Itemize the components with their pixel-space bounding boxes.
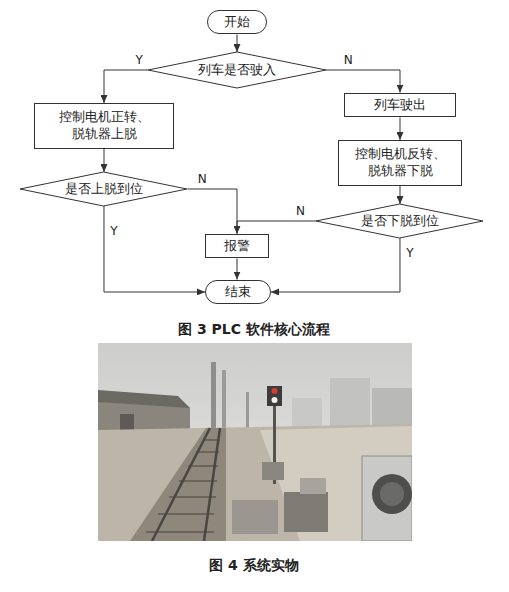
flow-connector <box>104 70 148 103</box>
sleepers <box>146 440 220 532</box>
diamond-shape <box>148 52 326 88</box>
branch-label: N <box>295 205 306 218</box>
node-text: 开始 <box>224 14 250 31</box>
signal-head <box>267 386 282 406</box>
distant-building <box>292 398 322 428</box>
process-box: 控制电机正转、 脱轨器上脱 <box>34 103 174 149</box>
branch-label: N <box>343 54 354 67</box>
ground <box>98 424 412 541</box>
decision-diamond: 列车是否驶入 <box>148 52 326 88</box>
equipment-box <box>232 500 278 534</box>
distant-building <box>372 388 412 428</box>
cabinet-lamp <box>372 474 412 514</box>
figure-caption: 图 4 系统实物 <box>209 557 299 575</box>
node-text: 列车是否驶入 <box>198 62 276 79</box>
shed-roof <box>98 390 190 408</box>
flow-connector <box>400 186 401 204</box>
chimney <box>222 370 226 430</box>
branch-label: Y <box>109 225 118 238</box>
node-text: 控制电机反转、 脱轨器下脱 <box>339 146 461 180</box>
process-box: 列车驶出 <box>344 93 456 118</box>
flow-connector <box>271 238 400 292</box>
figure-caption: 图 3 PLC 软件核心流程 <box>178 321 330 339</box>
node-text: 报警 <box>224 238 250 255</box>
cabinet <box>362 456 412 541</box>
equipment-box <box>262 462 284 480</box>
diamond-shape <box>20 172 187 206</box>
decision-diamond: 是否下脱到位 <box>316 204 483 238</box>
flow-connector <box>237 221 316 234</box>
diamond-outline <box>20 172 187 206</box>
rail <box>204 428 220 541</box>
sky <box>98 343 412 541</box>
branch-label: Y <box>405 248 414 261</box>
diamond-outline <box>148 52 326 88</box>
branch-label: N <box>197 173 208 186</box>
ballast <box>130 428 226 541</box>
equipment-box <box>300 478 326 494</box>
decision-diamond: 是否上脱到位 <box>20 172 187 206</box>
start-terminal: 开始 <box>207 10 267 35</box>
chimney <box>211 362 216 430</box>
cabinet-lamp-inner <box>380 482 404 506</box>
photo-scene <box>98 343 412 541</box>
node-text: 控制电机正转、 脱轨器上脱 <box>35 109 173 143</box>
diamond-shape <box>316 204 483 238</box>
end-terminal: 结束 <box>205 280 271 305</box>
flow-connector <box>104 149 105 172</box>
flow-connector <box>104 206 205 292</box>
flow-connector <box>187 189 237 234</box>
signal-lamp <box>272 397 278 403</box>
signal-lamp <box>272 388 278 394</box>
flow-connector <box>237 34 238 52</box>
flow-connector <box>400 117 401 140</box>
node-text: 结束 <box>225 284 251 301</box>
flow-connector <box>326 70 400 93</box>
rail <box>152 428 210 541</box>
equipment-box <box>284 492 328 532</box>
diamond-outline <box>316 204 483 238</box>
pole <box>246 392 249 432</box>
node-text: 是否上脱到位 <box>65 181 143 198</box>
alarm-box: 报警 <box>205 234 269 259</box>
distant-building <box>330 378 370 426</box>
process-box: 控制电机反转、 脱轨器下脱 <box>338 140 462 186</box>
node-text: 是否下脱到位 <box>361 213 439 230</box>
node-text: 列车驶出 <box>374 97 426 114</box>
flow-connector <box>237 258 238 279</box>
branch-label: Y <box>135 54 144 67</box>
ground-light <box>260 426 412 541</box>
shed-door <box>120 414 134 432</box>
